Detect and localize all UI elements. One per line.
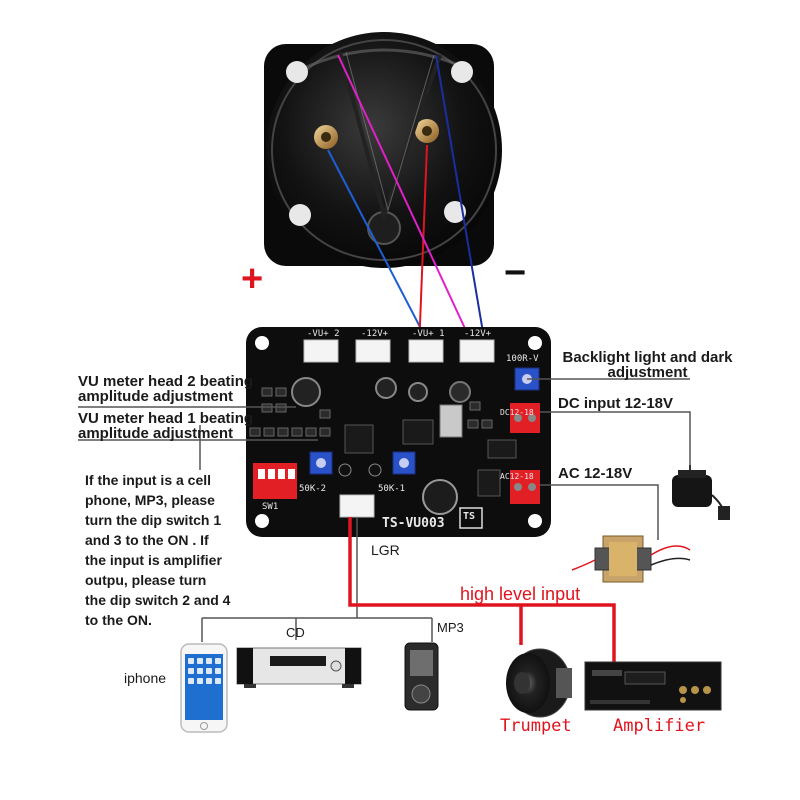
connector-label-vu1: -VU+ 1 bbox=[412, 329, 445, 339]
ac-input-annotation: AC 12-18V bbox=[558, 465, 633, 482]
meter-wires bbox=[327, 54, 487, 351]
amplifier-label: Amplifier bbox=[613, 716, 706, 736]
dip-note-line-1: If the input is a cell bbox=[85, 472, 212, 488]
dip-switch bbox=[253, 463, 297, 499]
mount-hole bbox=[286, 61, 308, 83]
dip-note-line-7: the dip switch 2 and 4 bbox=[85, 592, 231, 608]
vu1-line-1: VU meter head 1 beating bbox=[78, 410, 254, 427]
backlight-line-2: adjustment bbox=[607, 364, 688, 381]
dip-note-line-2: phone, MP3, please bbox=[85, 492, 215, 508]
vu2-annotation: VU meter head 2 beating amplitude adjust… bbox=[78, 374, 253, 404]
magenta-wire bbox=[337, 54, 476, 351]
pcb bbox=[246, 327, 551, 537]
mount-hole bbox=[289, 204, 311, 226]
dc-terminal-label: DC12-18 bbox=[500, 408, 534, 417]
leader-lines bbox=[78, 378, 691, 540]
vu1-annotation: VU meter head 1 beating amplitude adjust… bbox=[78, 411, 253, 441]
connector-vu2 bbox=[303, 339, 339, 363]
dip-switch-label: SW1 bbox=[262, 502, 279, 512]
iphone-label: iphone bbox=[124, 670, 167, 686]
cd-player bbox=[236, 647, 362, 688]
backlight-annotation: Backlight light and dark adjustment bbox=[560, 350, 735, 380]
speaker-device bbox=[506, 648, 572, 718]
pcb-board bbox=[246, 327, 551, 537]
lgr-connector bbox=[339, 494, 375, 518]
dc-adapter bbox=[672, 465, 730, 520]
mount-hole bbox=[451, 61, 473, 83]
red-wire bbox=[418, 144, 428, 351]
board-model: TS-VU003 bbox=[382, 516, 445, 531]
vu2-line-2: amplitude adjustment bbox=[78, 388, 234, 405]
amplifier-device bbox=[584, 661, 722, 711]
plus-sign: + bbox=[241, 258, 264, 300]
dip-note-line-6: outpu, please turn bbox=[85, 572, 207, 588]
vu1-line-2: amplitude adjustment bbox=[78, 425, 234, 442]
dip-note-line-8: to the ON. bbox=[85, 612, 152, 628]
trumpet-label: Trumpet bbox=[500, 716, 572, 736]
dip-switch-note: If the input is a cell phone, MP3, pleas… bbox=[85, 470, 230, 630]
transformer bbox=[571, 535, 691, 583]
connector-label-vu2: -VU+ 2 bbox=[307, 329, 340, 339]
mp3-label: MP3 bbox=[437, 620, 464, 635]
lgr-label: LGR bbox=[371, 542, 400, 558]
minus-sign: − bbox=[504, 252, 527, 294]
pot-label-vu2: 50K-2 bbox=[299, 484, 327, 494]
line-level-wiring bbox=[201, 517, 433, 642]
vu2-line-1: VU meter head 2 beating bbox=[78, 373, 254, 390]
mount-hole bbox=[444, 201, 466, 223]
backlight-line-1: Backlight light and dark bbox=[562, 349, 733, 366]
high-level-wiring bbox=[348, 517, 616, 662]
pot-label-vu1: 50K-1 bbox=[378, 484, 406, 494]
navy-wire bbox=[435, 54, 487, 351]
dip-note-line-4: and 3 to the ON . If bbox=[85, 532, 209, 548]
board-logo: TS bbox=[463, 511, 476, 522]
cd-label: CD bbox=[286, 625, 305, 640]
connector-label-12v-a: -12V+ bbox=[361, 329, 389, 339]
dip-note-line-5: the input is amplifier bbox=[85, 552, 222, 568]
pot-label-backlight: 100R-V bbox=[506, 354, 539, 364]
dip-note-line-3: turn the dip switch 1 bbox=[85, 512, 222, 528]
iphone-device bbox=[180, 643, 228, 733]
high-level-input-label: high level input bbox=[460, 584, 581, 604]
dc-input-annotation: DC input 12-18V bbox=[558, 395, 674, 412]
connector-label-12v-b: -12V+ bbox=[464, 329, 492, 339]
connector-12v-a bbox=[355, 339, 391, 363]
connector-12v-b bbox=[459, 339, 495, 363]
blue-wire bbox=[327, 149, 433, 351]
connector-vu1 bbox=[408, 339, 444, 363]
big-capacitor bbox=[422, 479, 458, 515]
mp3-player bbox=[404, 642, 439, 711]
ac-terminal-label: AC12-18 bbox=[500, 472, 534, 481]
